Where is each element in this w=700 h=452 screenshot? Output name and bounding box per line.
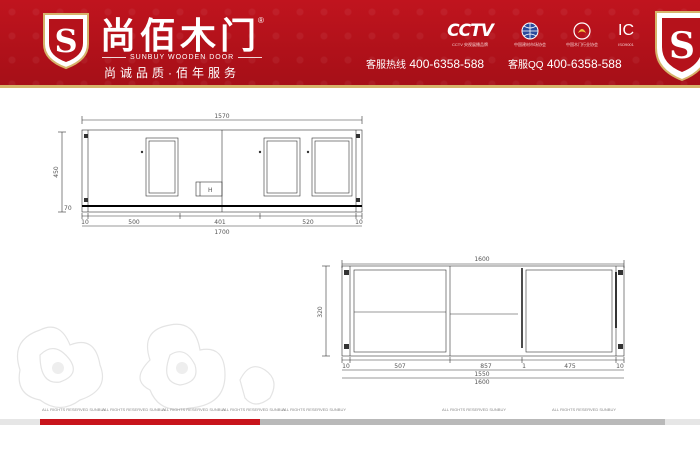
header-gold-edge	[0, 85, 700, 88]
footer-bar-gray	[260, 419, 665, 425]
dim-label: 1600	[474, 379, 489, 386]
corner-logo-letter: S	[669, 25, 695, 67]
footer-copyright: ALL RIGHTS RESERVED SUNBUY	[442, 407, 507, 412]
brand-shield-logo: S	[43, 13, 89, 70]
dim-label: 450	[53, 166, 60, 178]
dim-label: 320	[317, 306, 324, 318]
peony-watermark-decoration	[16, 323, 275, 411]
globe-icon	[521, 22, 539, 40]
dim-label: 500	[128, 219, 140, 226]
hotline: 客服热线 400-6358-588	[366, 56, 484, 71]
footer-copyright: ALL RIGHTS RESERVED SUNBUY	[552, 407, 617, 412]
brand-name-cn: 尚佰木门	[100, 15, 261, 57]
brand-name-en: SUNBUY WOODEN DOOR	[130, 54, 235, 61]
hotline-label: 客服热线	[366, 60, 406, 71]
hotline-number: 400-6358-588	[409, 57, 485, 71]
dim-label: 1550	[474, 371, 489, 378]
dim-label: 1570	[214, 113, 229, 120]
door-panel-right-a	[263, 137, 301, 197]
qq-contact: 客服QQ 400-6358-588	[508, 56, 622, 71]
iso-logo: IC	[618, 22, 634, 39]
partner-caption: 中国建材市场协会	[514, 42, 546, 47]
partner-association: 中国建材市场协会	[508, 22, 552, 48]
qq-number: 400-6358-588	[546, 57, 622, 71]
dim-label: 1	[522, 363, 526, 370]
footer-copyright: ALL RIGHTS RESERVED SUNBUY	[162, 407, 227, 412]
header-banner: S 尚佰木门 ® SUNBUY WOODEN DOOR 尚诚品质·佰年服务 CC…	[0, 0, 700, 88]
door-panel-right-b	[311, 137, 353, 197]
wardrobe-elevation-drawing-bottom: 1600 320 10 507 857 1 475 10 1550 1600	[317, 256, 625, 386]
cctv-logo: CCTV	[447, 21, 494, 41]
footer-copyright: ALL RIGHTS RESERVED SUNBUY	[282, 407, 347, 412]
registered-mark: ®	[258, 16, 264, 25]
dim-label: 507	[394, 363, 406, 370]
partner-iso: IC ISO9001	[606, 22, 646, 48]
footer-copyright: ALL RIGHTS RESERVED SUNBUY	[222, 407, 287, 412]
dim-label: 10	[616, 363, 624, 370]
partner-industry: 中国木门行业协会	[560, 22, 604, 48]
award-icon	[573, 22, 591, 40]
divider	[238, 57, 262, 58]
dim-label: 1700	[214, 229, 229, 235]
partner-cctv: CCTV CCTV 央视展播品牌	[444, 22, 496, 48]
marker-label: H	[208, 187, 213, 194]
footer-bar-red	[40, 419, 260, 425]
door-panel-left	[145, 137, 179, 197]
footer-copyright: ALL RIGHTS RESERVED SUNBUY	[102, 407, 167, 412]
dim-label: 10	[342, 363, 350, 370]
partner-caption: ISO9001	[618, 42, 634, 47]
dim-label: 1600	[474, 256, 489, 263]
partner-caption: 中国木门行业协会	[566, 42, 598, 47]
dim-label: 10	[355, 219, 363, 226]
cabinet-outline	[341, 265, 625, 357]
dim-label: 401	[214, 219, 226, 226]
corner-shield-logo: S	[655, 11, 700, 82]
dim-label: 857	[480, 363, 492, 370]
dim-label: 520	[302, 219, 314, 226]
divider	[102, 57, 126, 58]
dim-label: 10	[81, 219, 89, 226]
wardrobe-elevation-drawing-top: 1570 450 H 70 10 500 401 520 10 1700	[53, 113, 363, 235]
brand-slogan: 尚诚品质·佰年服务	[104, 66, 240, 80]
footer-copyright: ALL RIGHTS RESERVED SUNBUY	[42, 407, 107, 412]
partner-caption: CCTV 央视展播品牌	[452, 42, 488, 47]
dim-label: 475	[564, 363, 576, 370]
marker-label: 70	[64, 205, 72, 212]
logo-letter: S	[54, 22, 77, 60]
qq-label: 客服QQ	[508, 60, 544, 71]
